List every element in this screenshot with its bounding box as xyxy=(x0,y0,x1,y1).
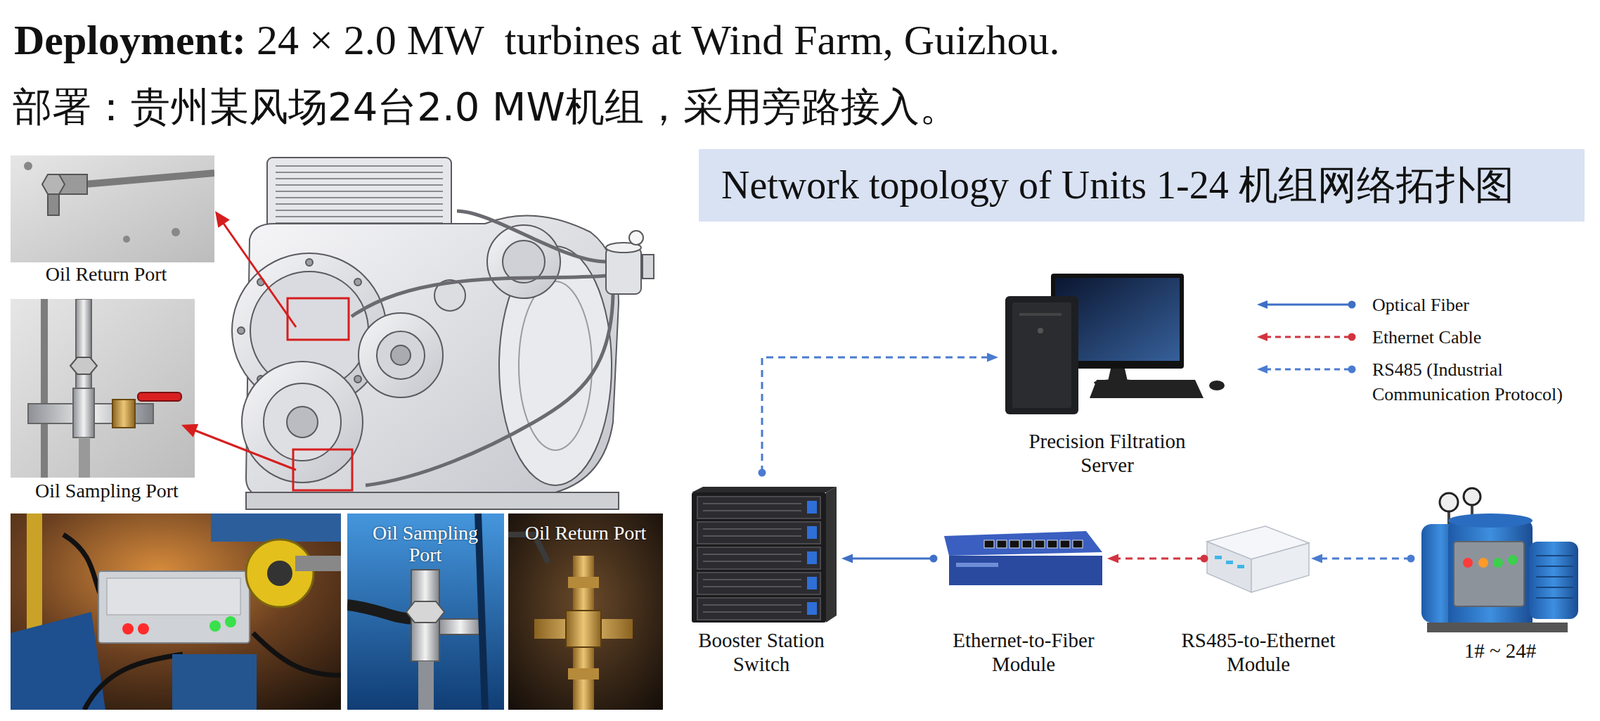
arrow-head xyxy=(986,352,999,363)
computer-icon xyxy=(1005,273,1225,415)
legend-text: Ethernet Cable xyxy=(1372,324,1584,350)
server-node: Precision Filtration Server xyxy=(998,267,1227,479)
inset-oil-sampling xyxy=(10,298,195,478)
connector-line xyxy=(849,557,934,560)
band-title: Network topology of Units 1-24 机组网络拓扑图 xyxy=(721,149,1515,222)
legend-text: Optical Fiber xyxy=(1372,292,1584,318)
connector-dot xyxy=(758,468,767,477)
node-label: 1# ~ 24# xyxy=(1429,638,1571,663)
connector-dot xyxy=(930,554,938,563)
device-node: 1# ~ 24# xyxy=(1410,478,1586,679)
inset-oil-return xyxy=(10,155,215,263)
legend-text: RS485 (Industrial Communication Protocol… xyxy=(1372,357,1584,407)
connector-line xyxy=(1319,557,1411,560)
connector-dot xyxy=(1407,554,1416,563)
filtration-device-icon xyxy=(1421,487,1579,632)
node-label: Precision Filtration Server xyxy=(1022,428,1192,477)
connector xyxy=(1311,553,1416,564)
site-photo xyxy=(10,513,341,710)
connector-dot xyxy=(1200,554,1209,563)
arrow-head xyxy=(1311,553,1323,564)
node-label: RS485-to-Ethernet Module xyxy=(1162,627,1356,676)
network-switch-icon xyxy=(944,530,1103,585)
switch-node: Booster Station Switch xyxy=(691,472,842,679)
port-caption: Oil Return Port xyxy=(0,262,212,286)
converter-module-icon xyxy=(1207,525,1309,592)
heading-text: 24 × 2.0 MW turbines at Wind Farm, Guizh… xyxy=(256,15,1060,65)
connector xyxy=(1107,553,1209,564)
callout-arrow xyxy=(181,210,296,470)
server-rack-icon xyxy=(691,486,837,623)
module-node: RS485-to-Ethernet Module xyxy=(1204,520,1312,679)
return-port-photo xyxy=(508,513,663,710)
module-node: Ethernet-to-Fiber Module xyxy=(933,520,1108,679)
sampling-port-photo xyxy=(347,513,505,710)
gearbox-drawing xyxy=(231,157,654,509)
arrow-head xyxy=(1107,553,1119,564)
photo-caption: Oil Sampling Port xyxy=(355,521,496,566)
connector-line xyxy=(1115,557,1205,560)
arrow-head xyxy=(841,553,853,564)
connector-line xyxy=(762,357,990,473)
photo-caption: Oil Return Port xyxy=(518,521,653,544)
heading-subtitle: 部署：贵州某风场24台2.0 MW机组，采用旁路接入。 xyxy=(12,82,959,132)
node-label: Ethernet-to-Fiber Module xyxy=(927,627,1121,676)
port-caption: Oil Sampling Port xyxy=(1,479,213,502)
connector xyxy=(758,352,999,477)
highlight-box xyxy=(287,298,353,490)
node-label: Booster Station Switch xyxy=(680,627,843,676)
legend-sample xyxy=(1256,300,1357,374)
connector xyxy=(841,553,938,564)
heading-text: Deployment: xyxy=(14,15,247,65)
title-band: Network topology of Units 1-24 机组网络拓扑图 xyxy=(698,149,1585,222)
